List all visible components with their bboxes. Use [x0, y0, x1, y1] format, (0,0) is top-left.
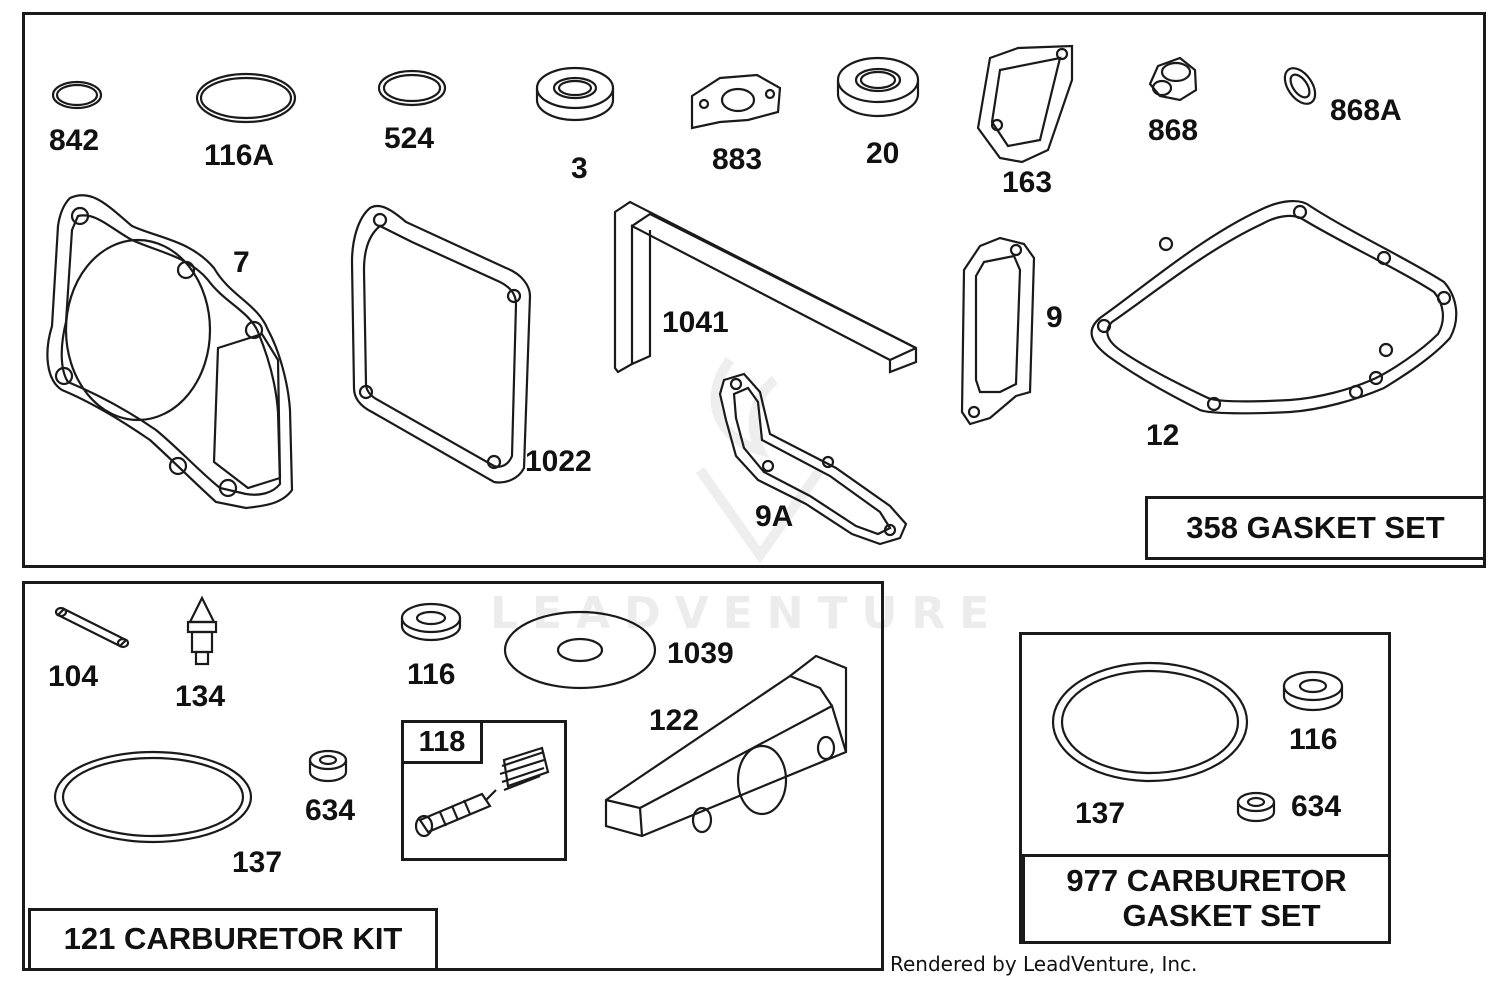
part-label-137-right: 137: [1075, 797, 1126, 830]
watermark-text: LEADVENTURE: [490, 588, 1004, 639]
part-634-drawing: [308, 749, 348, 783]
part-118-subbox: [401, 720, 567, 861]
part-12-drawing: [1090, 200, 1458, 415]
part-label-12: 12: [1146, 419, 1180, 452]
part-634-right-drawing: [1236, 791, 1276, 823]
part-842-drawing: [51, 80, 103, 110]
part-label-134: 134: [175, 680, 226, 713]
part-163-drawing: [976, 44, 1074, 164]
part-label-1039: 1039: [667, 637, 734, 670]
kit-label-121: 121 CARBURETOR KIT: [28, 908, 438, 971]
part-883-drawing: [690, 73, 782, 130]
part-label-137: 137: [232, 846, 283, 879]
part-label-842: 842: [49, 124, 100, 157]
part-label-524: 524: [384, 122, 435, 155]
part-label-20: 20: [866, 137, 900, 170]
part-868a-drawing: [1283, 67, 1317, 105]
part-label-116: 116: [407, 658, 456, 691]
part-label-883: 883: [712, 143, 763, 176]
kit-label-977-line1: 977 CARBURETOR: [1066, 863, 1347, 899]
part-label-116-right: 116: [1289, 723, 1338, 756]
part-116-right-drawing: [1282, 670, 1344, 712]
part-label-116a: 116A: [204, 139, 275, 172]
part-137-drawing: [53, 750, 253, 844]
part-label-1022: 1022: [525, 445, 592, 478]
part-label-3: 3: [571, 152, 588, 185]
part-122-drawing: [604, 654, 848, 838]
part-label-9a: 9A: [755, 500, 794, 533]
part-137-right-drawing: [1051, 661, 1249, 783]
part-1041-drawing: [613, 200, 918, 374]
carburetor-kit-section: [22, 581, 884, 971]
part-label-9: 9: [1046, 301, 1063, 334]
part-label-634-right: 634: [1291, 790, 1342, 823]
part-label-868a: 868A: [1330, 94, 1402, 127]
kit-label-977: 977 CARBURETOR GASKET SET: [1022, 854, 1391, 944]
part-label-104: 104: [48, 660, 99, 693]
part-116a-drawing: [195, 72, 297, 124]
part-524-drawing: [377, 69, 447, 107]
part-9a-drawing: [718, 372, 908, 546]
part-label-7: 7: [233, 246, 250, 279]
part-1039-drawing: [503, 610, 657, 690]
kit-label-358: 358 GASKET SET: [1145, 496, 1486, 560]
part-134-drawing: [186, 595, 218, 666]
part-label-1041: 1041: [662, 306, 729, 339]
kit-label-977-line2: GASKET SET: [1122, 898, 1321, 933]
credit-text: Rendered by LeadVenture, Inc.: [890, 952, 1198, 976]
kit-label-118: 118: [401, 720, 483, 764]
part-116-drawing: [400, 602, 462, 642]
part-104-drawing: [54, 606, 130, 649]
part-118-drawing: [414, 746, 550, 838]
part-1022-drawing: [350, 204, 532, 484]
part-868-drawing: [1148, 56, 1198, 102]
part-label-122: 122: [649, 704, 700, 737]
gasket-set-section: [22, 12, 1486, 568]
part-label-634: 634: [305, 794, 356, 827]
part-9-drawing: [960, 236, 1036, 426]
part-3-drawing: [535, 66, 615, 122]
part-20-drawing: [836, 56, 920, 118]
part-7-drawing: [46, 194, 294, 510]
part-label-868: 868: [1148, 114, 1199, 147]
part-label-163: 163: [1002, 166, 1053, 199]
